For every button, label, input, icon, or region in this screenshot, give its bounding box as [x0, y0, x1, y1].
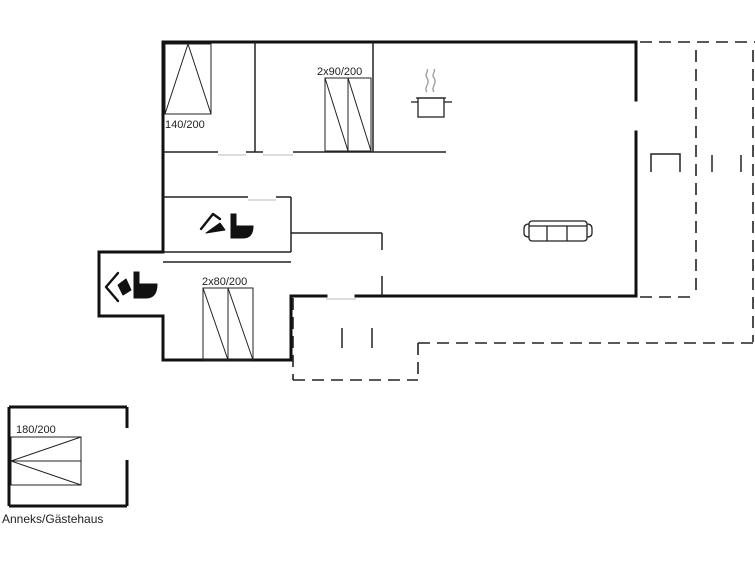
- toilet-icon: [230, 213, 254, 239]
- bed-master: [164, 42, 212, 115]
- terrace-outline: [292, 41, 755, 381]
- annex-caption: Anneks/Gästehaus: [2, 512, 103, 526]
- bed-twin-top: [324, 77, 372, 152]
- cooking-pot-icon: [411, 68, 452, 118]
- bed-annex: [9, 436, 82, 486]
- shower-icon-wc: [104, 271, 132, 303]
- bed-twin-top-label: 2x90/200: [317, 66, 362, 78]
- interior-walls: [163, 42, 446, 296]
- bed-twin-bottom: [202, 287, 254, 361]
- terrace-chairs: [341, 153, 742, 348]
- annex-walls: [7, 405, 129, 508]
- bed-master-label: 140/200: [165, 119, 205, 131]
- main-house-walls: [97, 40, 638, 362]
- bed-annex-label: 180/200: [16, 424, 56, 436]
- sofa-icon: [523, 220, 593, 242]
- bed-twin-bottom-label: 2x80/200: [202, 276, 247, 288]
- shower-icon: [199, 212, 226, 234]
- toilet-icon-wc: [133, 271, 158, 299]
- door-markers: [218, 154, 356, 300]
